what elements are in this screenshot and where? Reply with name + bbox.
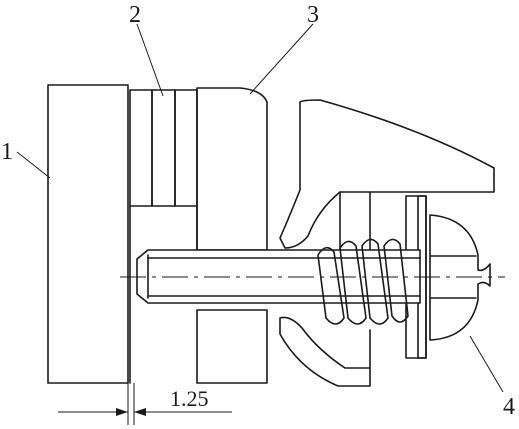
label-part-4: 4 (503, 394, 515, 420)
part-2-gasket (129, 89, 198, 207)
label-part-2: 2 (129, 2, 141, 28)
label-part-3: 3 (307, 2, 319, 28)
dimension-gap: 1.25 (58, 383, 232, 425)
label-part-1: 1 (1, 139, 13, 165)
part-3-body (196, 87, 268, 384)
part-4-bracket (279, 99, 495, 387)
dimension-text: 1.25 (170, 386, 209, 411)
spring (317, 238, 409, 325)
leader-lines (16, 23, 504, 393)
part-1-panel (47, 84, 129, 384)
bore-outline (129, 205, 198, 384)
